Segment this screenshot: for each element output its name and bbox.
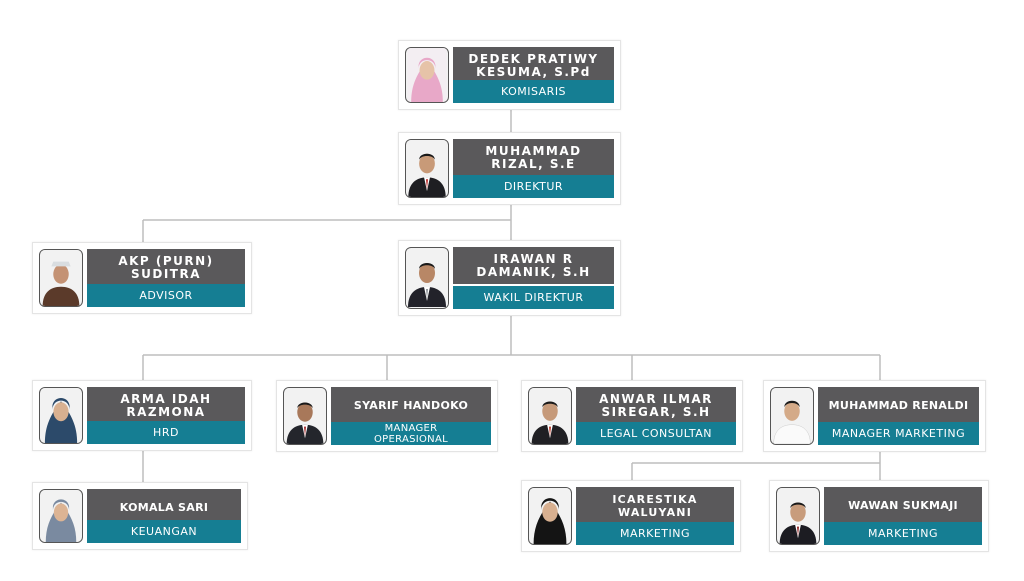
member-card-komisaris: DEDEK PRATIWY KESUMA, S.Pd KOMISARIS: [398, 40, 621, 110]
member-name: MUHAMMAD RENALDI: [818, 387, 979, 424]
member-card-hrd: ARMA IDAH RAZMONA HRD: [32, 380, 252, 451]
woman-hijab-icon: [39, 387, 83, 444]
member-role: HRD: [87, 421, 245, 444]
man-suit-icon: [405, 247, 449, 309]
woman-hijab-pink-icon: [405, 47, 449, 103]
member-role: LEGAL CONSULTAN: [576, 422, 736, 445]
member-card-keuangan: KOMALA SARI KEUANGAN: [32, 482, 248, 550]
member-card-marketing-1: ICARESTIKA WALUYANI MARKETING: [521, 480, 741, 552]
member-name: SYARIF HANDOKO: [331, 387, 491, 424]
member-role: WAKIL DIREKTUR: [453, 286, 614, 309]
man-suit-icon: [405, 139, 449, 198]
member-role: MANAGER MARKETING: [818, 422, 979, 445]
member-card-manager-operasional: SYARIF HANDOKO MANAGER OPERASIONAL: [276, 380, 498, 452]
member-name: DEDEK PRATIWY KESUMA, S.Pd: [453, 47, 614, 84]
member-name: MUHAMMAD RIZAL, S.E: [453, 139, 614, 176]
member-name: AKP (PURN) SUDITRA: [87, 249, 245, 286]
man-white-shirt-icon: [770, 387, 814, 445]
member-role: KOMISARIS: [453, 80, 614, 103]
member-card-legal-consultan: ANWAR ILMAR SIREGAR, S.H LEGAL CONSULTAN: [521, 380, 743, 452]
member-role: DIREKTUR: [453, 175, 614, 198]
member-card-direktur: MUHAMMAD RIZAL, S.E DIREKTUR: [398, 132, 621, 205]
member-card-manager-marketing: MUHAMMAD RENALDI MANAGER MARKETING: [763, 380, 986, 452]
member-role: MARKETING: [576, 522, 734, 545]
woman-hijab-icon: [39, 489, 83, 543]
member-role: MARKETING: [824, 522, 982, 545]
woman-hijab-black-icon: [528, 487, 572, 545]
man-suit-icon: [528, 387, 572, 445]
member-role: KEUANGAN: [87, 520, 241, 543]
member-card-wakil-direktur: IRAWAN R DAMANIK, S.H WAKIL DIREKTUR: [398, 240, 621, 316]
member-card-advisor: AKP (PURN) SUDITRA ADVISOR: [32, 242, 252, 314]
member-name: ARMA IDAH RAZMONA: [87, 387, 245, 424]
member-name: IRAWAN R DAMANIK, S.H: [453, 247, 614, 284]
member-role: MANAGER OPERASIONAL: [331, 422, 491, 445]
man-suit-icon: [776, 487, 820, 545]
member-name: WAWAN SUKMAJI: [824, 487, 982, 524]
member-card-marketing-2: WAWAN SUKMAJI MARKETING: [769, 480, 989, 552]
man-uniform-icon: [39, 249, 83, 307]
member-name: KOMALA SARI: [87, 489, 241, 526]
member-role: ADVISOR: [87, 284, 245, 307]
man-suit-icon: [283, 387, 327, 445]
member-name: ANWAR ILMAR SIREGAR, S.H: [576, 387, 736, 424]
member-name: ICARESTIKA WALUYANI: [576, 487, 734, 524]
